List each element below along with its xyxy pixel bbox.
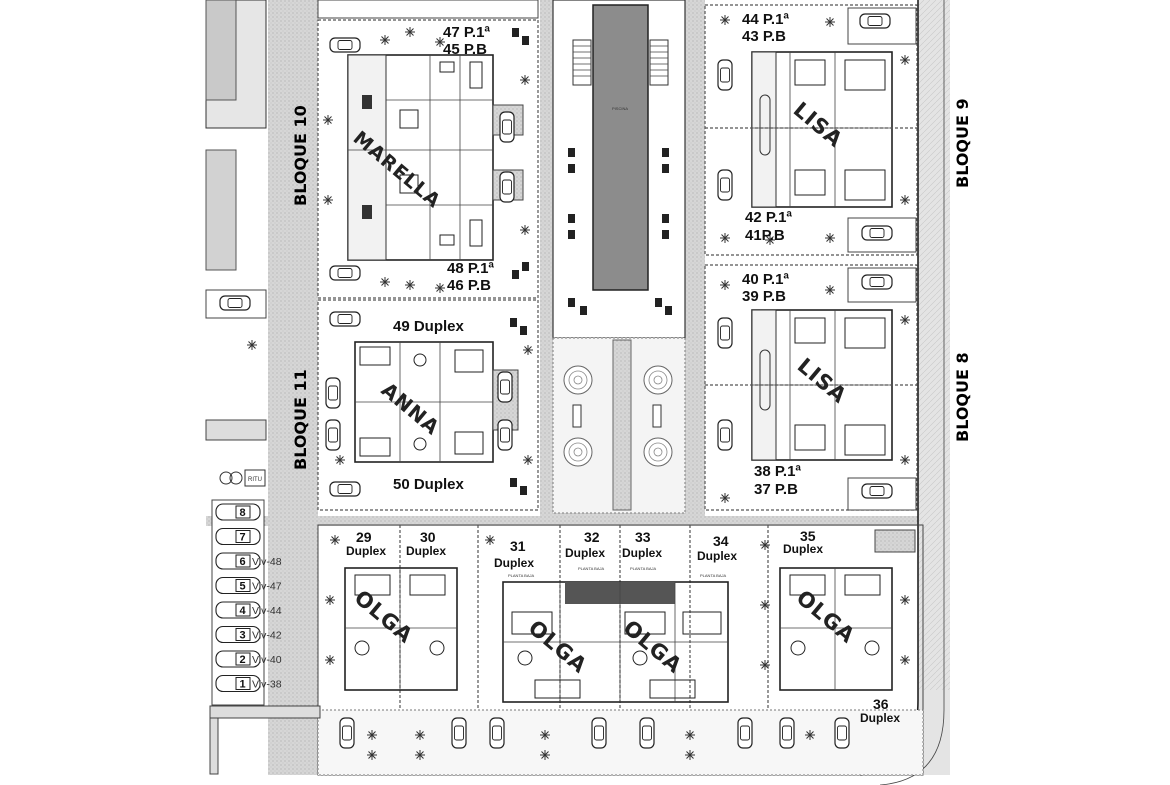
parking-number: 5 bbox=[240, 581, 246, 593]
unit-32-type: Duplex bbox=[565, 546, 605, 560]
parking-slot: 2 Viv-40 bbox=[215, 650, 282, 668]
unit-41: 41P.B bbox=[745, 227, 785, 244]
unit-36-number: 36 bbox=[873, 696, 889, 712]
road-curve bbox=[870, 690, 950, 775]
planta-baja-31: PLANTA BAJA bbox=[508, 573, 534, 578]
bottom-road bbox=[206, 516, 921, 526]
planta-baja-32: PLANTA BAJA bbox=[578, 566, 604, 571]
parking-number-box bbox=[235, 505, 251, 519]
parking-viv-label: Viv-40 bbox=[252, 654, 282, 666]
pool-label: PISCINA bbox=[612, 106, 628, 111]
bloque-11-label: BLOQUE 11 bbox=[291, 369, 310, 470]
parking-slot: 6 Viv-48 bbox=[215, 552, 282, 570]
unit-33-number: 33 bbox=[635, 529, 651, 545]
parking-slot: 3 Viv-42 bbox=[215, 625, 282, 644]
parking-viv-label: Viv-42 bbox=[252, 630, 282, 642]
parking-number: 3 bbox=[240, 630, 246, 642]
parking-viv-label: Viv-48 bbox=[252, 556, 282, 568]
parking-number-box bbox=[235, 603, 251, 617]
unit-42: 42 P.1ª bbox=[745, 209, 792, 226]
unit-45: 45 P.B bbox=[443, 41, 487, 58]
parking-number-box bbox=[235, 628, 251, 641]
bloque-8-label: BLOQUE 8 bbox=[953, 352, 972, 442]
parking-number-box bbox=[235, 677, 251, 690]
unit-31-type: Duplex bbox=[494, 556, 534, 570]
unit-36-type: Duplex bbox=[860, 711, 900, 725]
unit-44: 44 P.1ª bbox=[742, 11, 789, 28]
bloque-9-label: BLOQUE 9 bbox=[953, 98, 972, 188]
pool bbox=[592, 4, 649, 291]
parking-number: 7 bbox=[240, 532, 246, 544]
unit-29-type: Duplex bbox=[346, 544, 386, 558]
unit-39: 39 P.B bbox=[742, 288, 786, 305]
unit-35-number: 35 bbox=[800, 528, 816, 544]
unit-34-number: 34 bbox=[713, 533, 729, 549]
parking-slot: 7 bbox=[215, 527, 261, 546]
bloque-10-label: BLOQUE 10 bbox=[291, 105, 310, 206]
unit-29-number: 29 bbox=[356, 529, 372, 545]
parking-number: 2 bbox=[240, 654, 246, 666]
planta-baja-33: PLANTA BAJA bbox=[630, 566, 656, 571]
unit-34-type: Duplex bbox=[697, 549, 737, 563]
planta-baja-34: PLANTA BAJA bbox=[700, 573, 726, 578]
unit-33-type: Duplex bbox=[622, 546, 662, 560]
ritu-label: RITU bbox=[248, 477, 262, 483]
garden bbox=[552, 337, 686, 514]
parking-number-box bbox=[235, 579, 251, 592]
lisa-top-building bbox=[705, 51, 917, 208]
parking-slot: 5 Viv-47 bbox=[215, 576, 282, 595]
plot-anna bbox=[317, 299, 539, 511]
unit-46: 46 P.B bbox=[447, 277, 491, 294]
unit-30-number: 30 bbox=[420, 529, 436, 545]
parking-slot: 8 bbox=[215, 503, 261, 521]
unit-30-type: Duplex bbox=[406, 544, 446, 558]
parking-number-box bbox=[235, 554, 251, 568]
parking-slot: 1 Viv-38 bbox=[215, 674, 282, 693]
unit-40: 40 P.1ª bbox=[742, 271, 789, 288]
parking-number: 8 bbox=[240, 507, 246, 519]
left-road bbox=[268, 0, 318, 775]
ritu-area: RITU bbox=[219, 469, 266, 487]
plot-marella bbox=[317, 19, 539, 299]
parking-number: 4 bbox=[240, 605, 247, 617]
plot-lisa-bottom bbox=[704, 264, 918, 511]
parking-number: 6 bbox=[240, 556, 246, 568]
parking-viv-label: Viv-38 bbox=[252, 679, 282, 691]
parking-slot: 4 Viv-44 bbox=[215, 601, 282, 619]
unit-49: 49 Duplex bbox=[393, 318, 465, 335]
unit-37: 37 P.B bbox=[754, 481, 798, 498]
parking-viv-label: Viv-44 bbox=[252, 605, 282, 617]
parking-number-box bbox=[235, 652, 251, 666]
unit-38: 38 P.1ª bbox=[754, 463, 801, 480]
parking-viv-label: Viv-47 bbox=[252, 581, 282, 593]
parking-number: 1 bbox=[240, 679, 246, 691]
olga-row bbox=[317, 524, 924, 776]
pool-area bbox=[552, 0, 686, 339]
parking-number-box bbox=[235, 530, 251, 543]
unit-35-type: Duplex bbox=[783, 542, 823, 556]
unit-43: 43 P.B bbox=[742, 28, 786, 45]
lisa-bottom-building bbox=[705, 309, 917, 461]
unit-32-number: 32 bbox=[584, 529, 600, 545]
unit-48: 48 P.1ª bbox=[447, 260, 494, 277]
unit-47: 47 P.1ª bbox=[443, 24, 490, 41]
marella-building bbox=[347, 54, 524, 261]
plot-lisa-top bbox=[704, 4, 918, 256]
unit-50: 50 Duplex bbox=[393, 476, 465, 493]
unit-31-number: 31 bbox=[510, 538, 526, 554]
